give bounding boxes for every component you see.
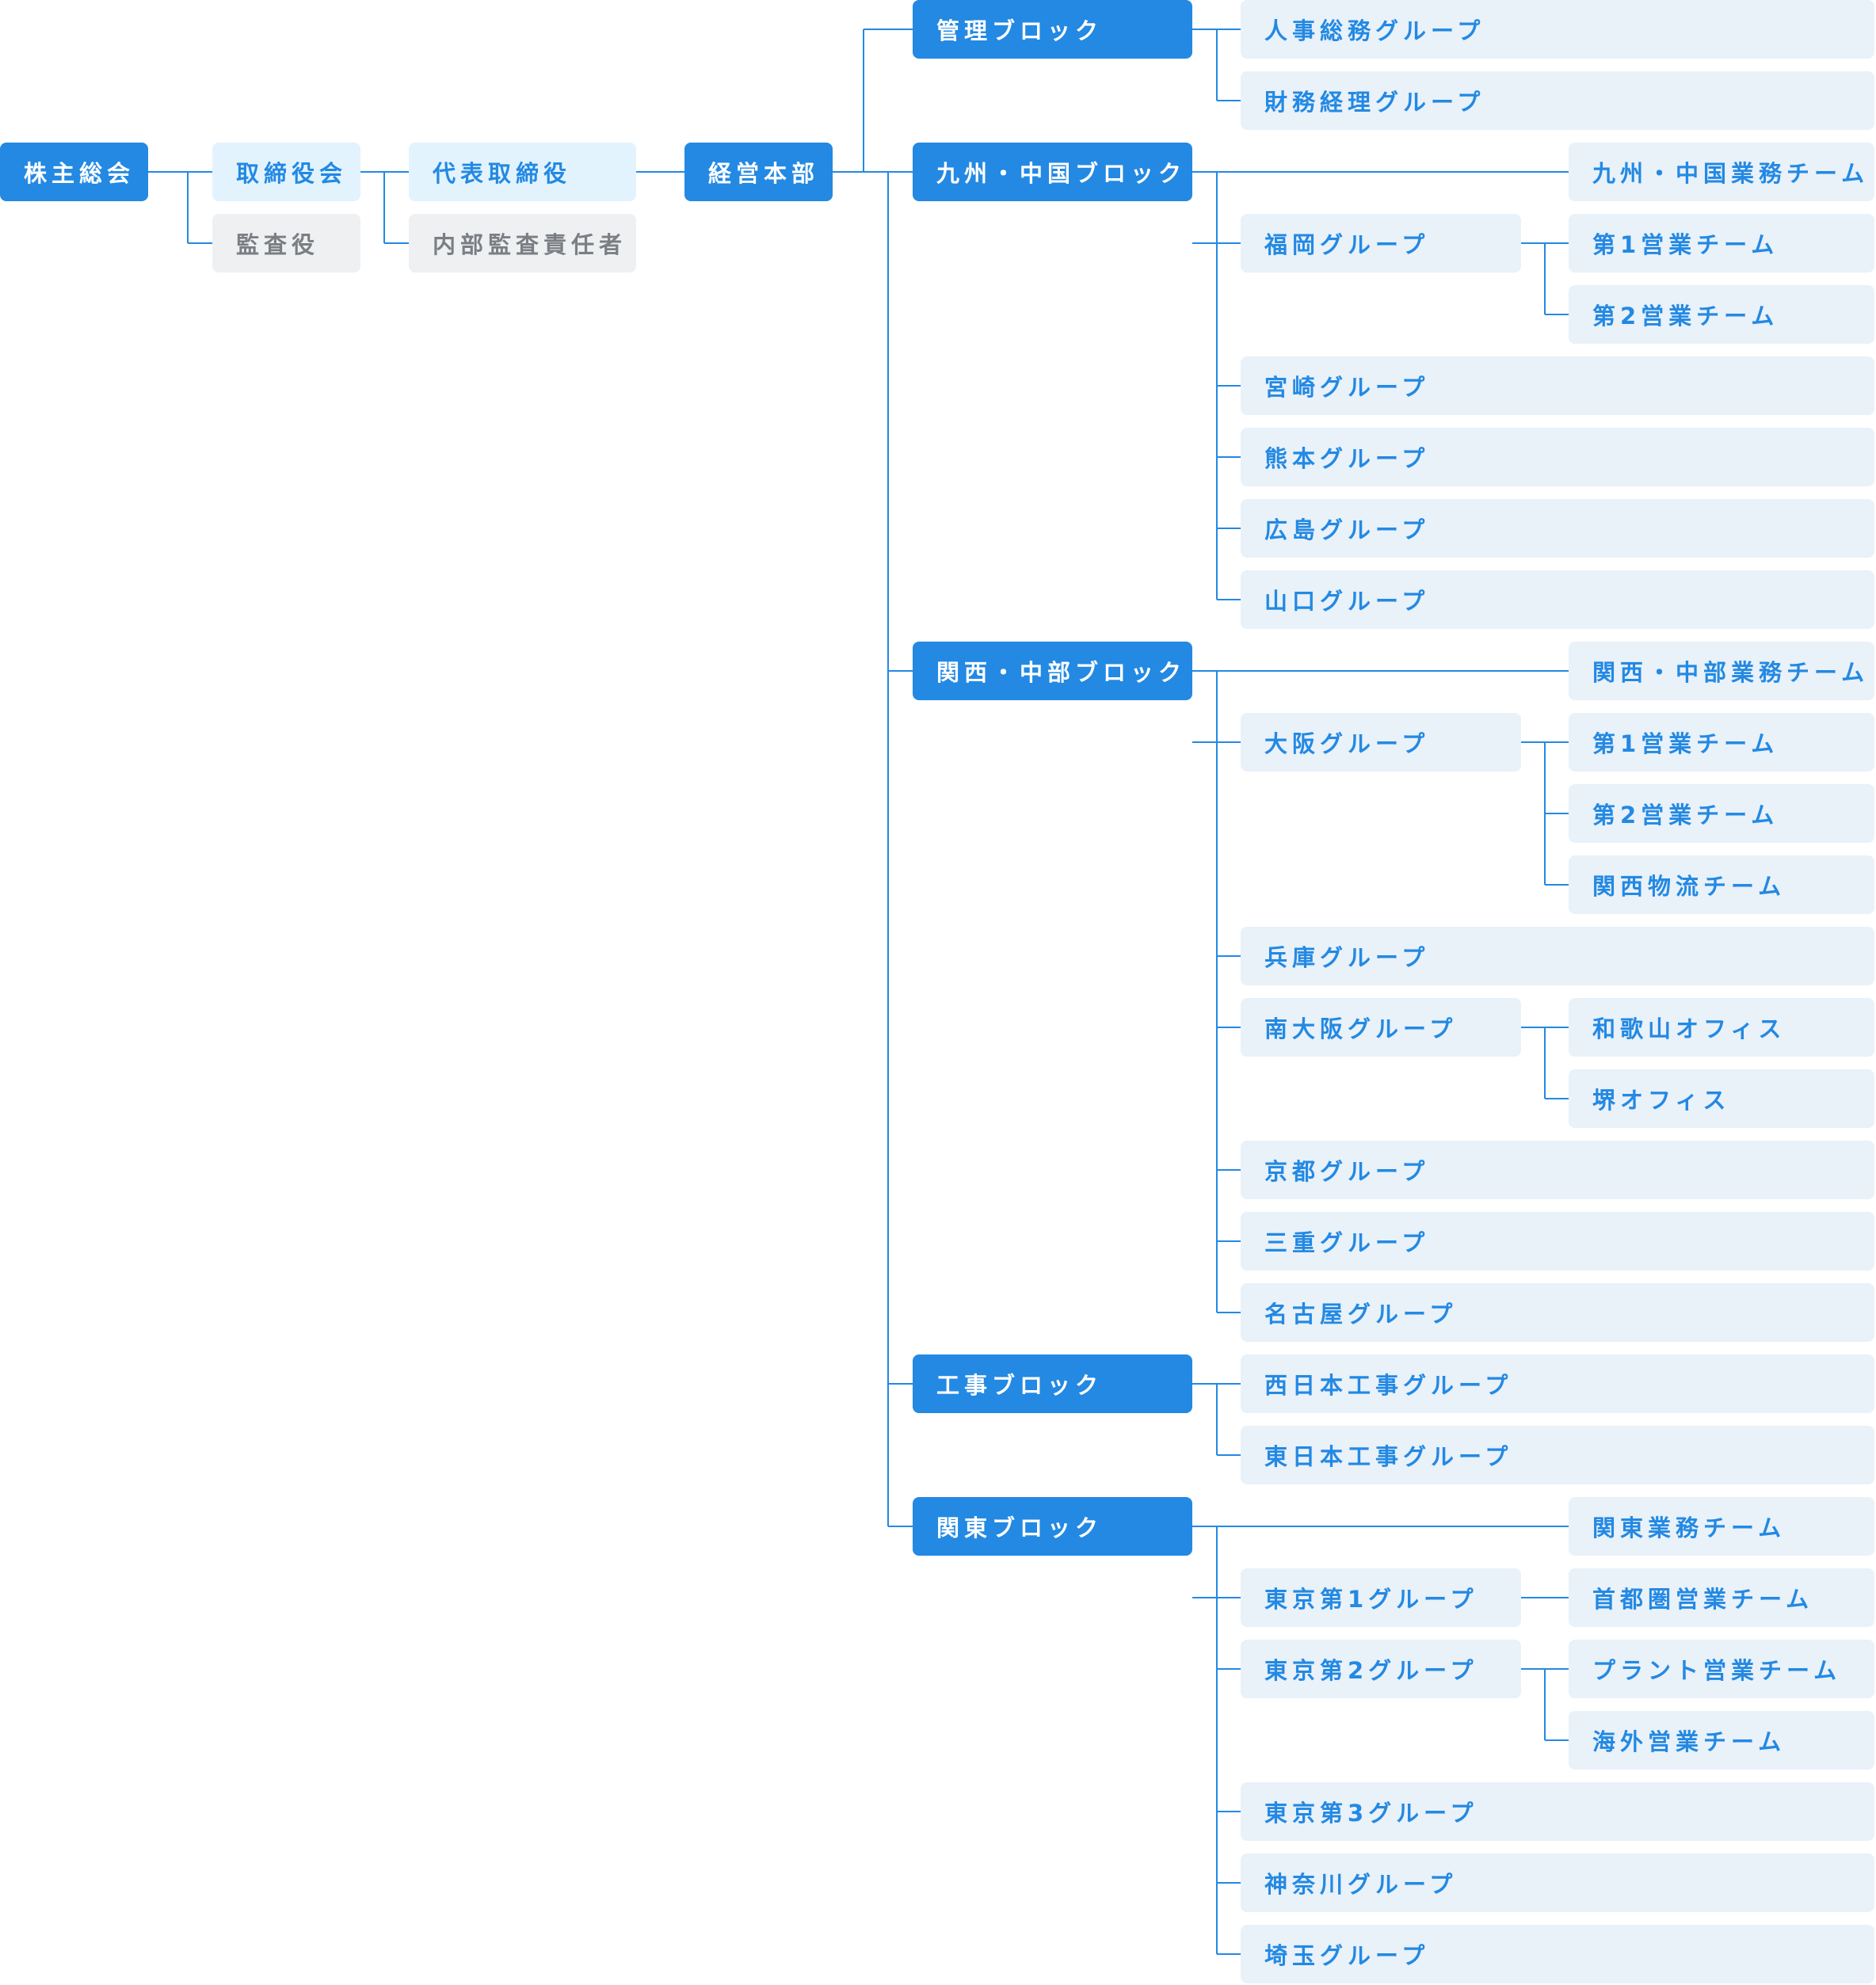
block-node: 九州・中国ブロック (913, 143, 1192, 201)
team-node: プラント営業チーム (1569, 1640, 1874, 1698)
group-node: 山口グループ (1241, 570, 1874, 629)
block-node: 管理ブロック (913, 0, 1192, 59)
direct-team-node: 関東業務チーム (1569, 1497, 1874, 1556)
group-node: 大阪グループ (1241, 713, 1521, 772)
direct-team-node: 関西・中部業務チーム (1569, 642, 1874, 700)
group-node: 東京第1グループ (1241, 1568, 1521, 1627)
node-board-of-directors: 取締役会 (212, 143, 360, 201)
group-node: 三重グループ (1241, 1212, 1874, 1271)
team-node: 海外営業チーム (1569, 1711, 1874, 1770)
group-node: 財務経理グループ (1241, 71, 1874, 130)
block-node: 関東ブロック (913, 1497, 1192, 1556)
team-node: 堺オフィス (1569, 1069, 1874, 1128)
team-node: 和歌山オフィス (1569, 998, 1874, 1057)
group-node: 神奈川グループ (1241, 1854, 1874, 1912)
group-node: 西日本工事グループ (1241, 1354, 1874, 1413)
group-node: 福岡グループ (1241, 214, 1521, 272)
group-node: 兵庫グループ (1241, 927, 1874, 985)
group-node: 広島グループ (1241, 499, 1874, 558)
group-node: 名古屋グループ (1241, 1283, 1874, 1342)
group-node: 熊本グループ (1241, 428, 1874, 486)
group-node: 京都グループ (1241, 1141, 1874, 1199)
team-node: 第2営業チーム (1569, 784, 1874, 843)
block-node: 工事ブロック (913, 1354, 1192, 1413)
block-node: 関西・中部ブロック (913, 642, 1192, 700)
group-node: 宮崎グループ (1241, 356, 1874, 415)
node-shareholders-meeting: 株主総会 (0, 143, 148, 201)
group-node: 東京第2グループ (1241, 1640, 1521, 1698)
node-auditor: 監査役 (212, 214, 360, 272)
group-node: 東日本工事グループ (1241, 1426, 1874, 1484)
node-representative-director: 代表取締役 (409, 143, 636, 201)
direct-team-node: 九州・中国業務チーム (1569, 143, 1874, 201)
team-node: 第1営業チーム (1569, 713, 1874, 772)
team-node: 関西物流チーム (1569, 855, 1874, 914)
team-node: 第2営業チーム (1569, 285, 1874, 344)
team-node: 首都圏営業チーム (1569, 1568, 1874, 1627)
node-management-hq: 経営本部 (684, 143, 833, 201)
group-node: 人事総務グループ (1241, 0, 1874, 59)
group-node: 東京第3グループ (1241, 1782, 1874, 1841)
group-node: 南大阪グループ (1241, 998, 1521, 1057)
group-node: 埼玉グループ (1241, 1925, 1874, 1983)
team-node: 第1営業チーム (1569, 214, 1874, 272)
node-internal-audit-manager: 内部監査責任者 (409, 214, 636, 272)
